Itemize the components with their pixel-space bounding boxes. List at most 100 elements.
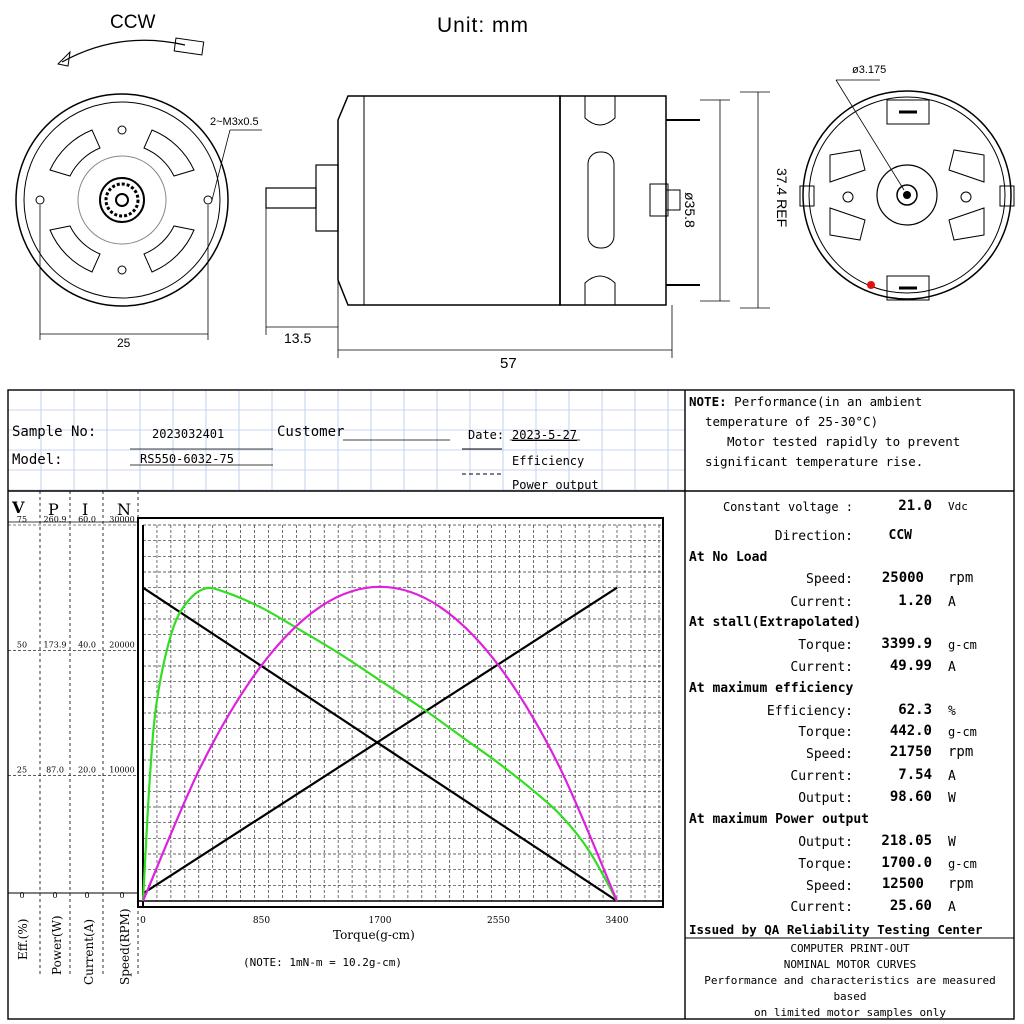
direction-label: CCW	[110, 12, 156, 33]
st-torque-value: 3399.9	[881, 636, 932, 652]
me-eff-label: Efficiency:	[766, 704, 853, 719]
series-efficiency-line	[141, 586, 618, 902]
plot-frame	[137, 517, 664, 908]
maxeff-title: At maximum efficiency	[689, 681, 854, 696]
unit-label: Unit: mm	[437, 14, 529, 37]
y-tick-eff: 25	[17, 766, 27, 775]
footer-line1: COMPUTER PRINT-OUT	[790, 942, 910, 955]
note-block: NOTE: Performance(in an ambient temperat…	[689, 392, 960, 472]
y-tick-current: 0	[84, 891, 89, 900]
side-view	[265, 91, 770, 358]
x-tick-label: 0	[140, 916, 146, 926]
st-current-label: Current:	[790, 660, 853, 675]
me-current-unit: A	[948, 769, 956, 784]
legend-power: Power output	[512, 478, 599, 492]
mp-output-value: 218.05	[881, 833, 932, 849]
footer-line3: Performance and characteristics are meas…	[704, 974, 996, 1003]
mp-current-label: Current:	[790, 900, 853, 915]
mp-output-label: Output:	[798, 835, 853, 850]
me-output-label: Output:	[798, 791, 853, 806]
date-label: Date:	[468, 428, 505, 442]
nl-speed-unit: rpm	[948, 570, 974, 586]
mp-speed-unit: rpm	[948, 876, 974, 892]
dim-ref-diameter: 37.4 REF	[774, 168, 790, 228]
nl-current-unit: A	[948, 595, 956, 610]
front-view	[15, 93, 262, 340]
footer-note: COMPUTER PRINT-OUT NOMINAL MOTOR CURVES …	[686, 941, 1014, 1021]
mp-torque-label: Torque:	[798, 857, 853, 872]
col-header-i: I	[82, 500, 89, 519]
col-header-v: V	[12, 498, 25, 517]
nl-speed-label: Speed:	[806, 572, 853, 587]
y-tick-current: 20.0	[78, 766, 96, 775]
maxpow-title: At maximum Power output	[689, 812, 870, 827]
y-tick-speed: 20000	[109, 640, 134, 649]
model-label: Model:	[12, 452, 63, 468]
date-value: 2023-5-27	[512, 428, 578, 442]
series-current-line	[142, 586, 618, 895]
direction-value: CCW	[888, 528, 912, 543]
footer-line2: NOMINAL MOTOR CURVES	[783, 958, 917, 971]
rotation-arrow	[61, 39, 186, 63]
nl-current-label: Current:	[790, 595, 853, 610]
note-line4: significant temperature rise.	[705, 454, 924, 469]
hole-label: 2~M3x0.5	[210, 116, 259, 128]
me-current-label: Current:	[790, 769, 853, 784]
motor-drawing	[15, 37, 1015, 358]
customer-label: Customer	[277, 424, 345, 440]
note-title: NOTE:	[689, 394, 727, 409]
rear-view	[799, 79, 1015, 301]
st-current-unit: A	[948, 660, 956, 675]
me-speed-value: 21750	[889, 744, 932, 760]
mp-output-unit: W	[948, 835, 956, 850]
note-line3: Motor tested rapidly to prevent	[727, 434, 961, 449]
footer-line4: on limited motor samples only	[753, 1006, 947, 1019]
col-header-n: N	[117, 500, 131, 519]
y-tick-current: 40.0	[78, 640, 96, 649]
y-tick-eff: 0	[19, 891, 24, 900]
motor-curve-chart: 0255075087.0173.9260.9020.040.060.001000…	[8, 515, 664, 926]
y-tick-eff: 75	[17, 515, 27, 524]
mp-speed-label: Speed:	[806, 879, 853, 894]
stall-title: At stall(Extrapolated)	[689, 615, 862, 630]
me-eff-unit: %	[948, 704, 956, 719]
st-current-value: 49.99	[889, 658, 932, 674]
me-speed-label: Speed:	[806, 747, 853, 762]
y-tick-speed: 0	[119, 891, 124, 900]
me-speed-unit: rpm	[948, 744, 974, 760]
model-value: RS550-6032-75	[140, 452, 234, 466]
me-eff-value: 62.3	[898, 702, 932, 718]
nl-current-value: 1.20	[898, 593, 932, 609]
mp-current-unit: A	[948, 900, 956, 915]
series-power-line	[141, 585, 619, 902]
voltage-value: 21.0	[898, 498, 932, 514]
me-output-unit: W	[948, 791, 956, 806]
mp-current-value: 25.60	[889, 898, 932, 914]
st-torque-label: Torque:	[798, 638, 853, 653]
x-tick-label: 1700	[369, 916, 392, 926]
no-load-title: At No Load	[689, 550, 768, 565]
y-tick-power: 0	[52, 891, 57, 900]
voltage-label: Constant voltage :	[722, 500, 853, 514]
mp-torque-value: 1700.0	[881, 855, 932, 871]
col-header-p: P	[48, 500, 59, 519]
dim-shaft-length: 13.5	[284, 330, 312, 346]
issued-by: Issued by QA Reliability Testing Center	[689, 922, 983, 937]
direction-label-spec: Direction:	[774, 529, 853, 544]
voltage-unit: Vdc	[948, 500, 968, 513]
mp-torque-unit: g-cm	[948, 857, 977, 871]
y-tick-power: 87.0	[46, 766, 64, 775]
y-tick-current: 60.0	[78, 515, 96, 524]
legend-efficiency: Efficiency	[512, 454, 585, 468]
me-output-value: 98.60	[889, 789, 932, 805]
polarity-dot	[867, 281, 875, 289]
y-tick-eff: 50	[17, 640, 27, 649]
sample-no-value: 2023032401	[152, 427, 225, 441]
x-tick-label: 2550	[487, 916, 510, 926]
series-speed-line	[142, 586, 618, 902]
nl-speed-value: 25000	[881, 570, 924, 586]
st-torque-unit: g-cm	[948, 638, 977, 652]
note-conversion: (NOTE: 1mN-m = 10.2g-cm)	[243, 956, 402, 969]
note-line1: Performance(in an ambient	[734, 394, 923, 409]
note-line2: temperature of 25-30°C)	[705, 414, 879, 429]
